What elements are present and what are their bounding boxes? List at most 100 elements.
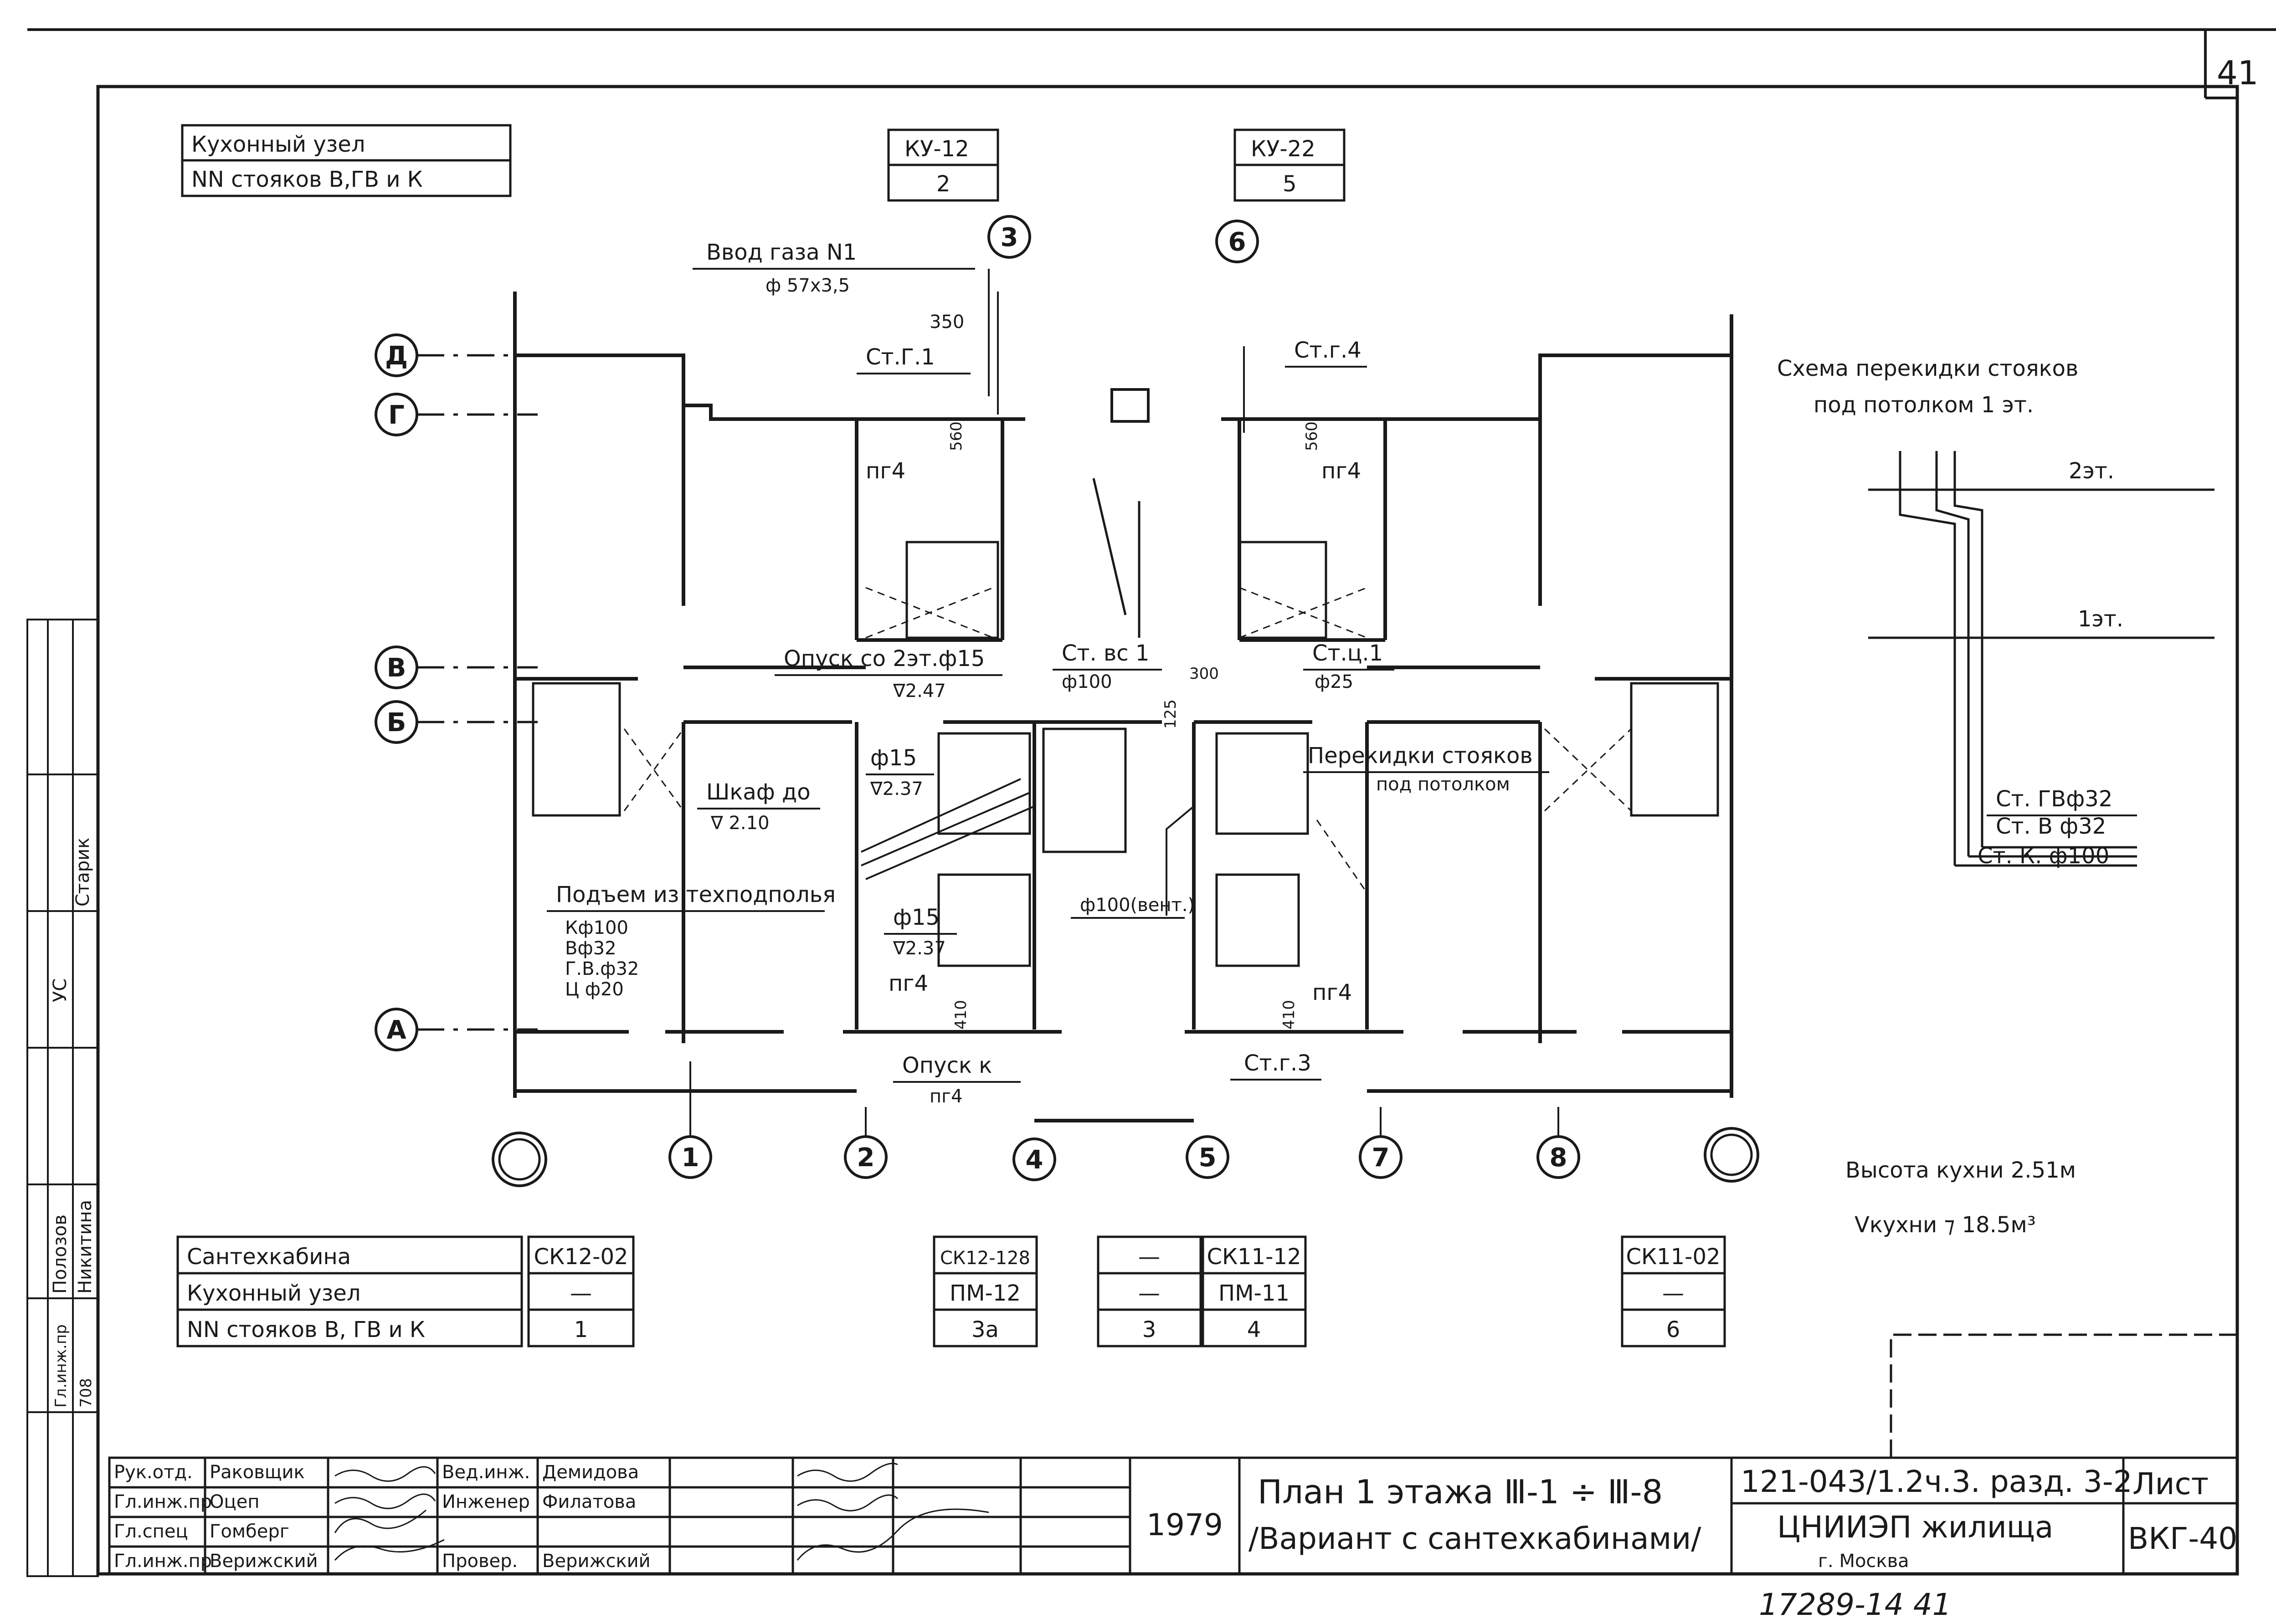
- column-axis-4: 4: [1026, 1145, 1043, 1175]
- side-stamp-1: Старик: [72, 838, 93, 907]
- kitchen-height: Высота кухни 2.51м: [1845, 1158, 2076, 1183]
- side-stamp-6: 708: [77, 1378, 95, 1408]
- rise-gv: Г.В.ф32: [565, 958, 639, 979]
- tb-role-2: Гл.инж.пр: [114, 1491, 212, 1512]
- rise-k: Кф100: [565, 917, 628, 938]
- side-stamp-3: Полозов: [50, 1214, 71, 1294]
- tb-name-1: Раковщик: [210, 1462, 305, 1483]
- top-box-ku12-num: 2: [936, 171, 950, 197]
- cabin-table: [176, 1235, 1726, 1347]
- phi15-upper: ф15: [870, 745, 917, 771]
- tb-name2-3: Верижский: [542, 1551, 651, 1572]
- title-block: [108, 1333, 2239, 1575]
- riser-scheme: Схема перекидки стояков под потолком 1 э…: [1777, 356, 2214, 869]
- tb-code: 121-043/1.2ч.3. разд. 3-2: [1741, 1464, 2132, 1499]
- dim-125: 125: [1161, 699, 1180, 729]
- scheme-title-1: Схема перекидки стояков: [1777, 356, 2078, 381]
- tb-name2-2: Филатова: [542, 1491, 636, 1512]
- st-vs1-label: Ст. вс 1: [1062, 640, 1149, 666]
- tb-title-1: План 1 этажа Ⅲ-1 ÷ Ⅲ-8: [1258, 1473, 1663, 1511]
- sheet-number: 41: [2217, 54, 2259, 92]
- tb-name-3: Гомберг: [210, 1521, 289, 1542]
- tb-name2-1: Демидова: [542, 1462, 639, 1483]
- tb-name-4: Верижский: [210, 1551, 318, 1572]
- descent-k-label: Опуск к: [902, 1053, 992, 1078]
- scheme-riser-k: Ст. К. ф100: [1978, 843, 2109, 869]
- cabin-row-2: Кухонный узел: [187, 1281, 361, 1306]
- cabin-g3-a: СК11-12: [1207, 1244, 1301, 1270]
- plan-dashed-crosses: [623, 587, 1632, 893]
- row-axes: [375, 333, 538, 1051]
- scheme-title-2: под потолком 1 эт.: [1814, 392, 2034, 418]
- descent-label: Опуск со 2эт.ф15: [784, 646, 985, 671]
- scheme-floor-1: 1эт.: [2078, 606, 2123, 632]
- dim-410-left: 410: [952, 1000, 970, 1030]
- tb-sheet-code: ВКГ-40: [2128, 1521, 2237, 1556]
- cabin-g2-b: —: [1138, 1281, 1160, 1306]
- cabin-g1-c: 3а: [971, 1317, 999, 1342]
- vent-label: ф100(вент.): [1080, 895, 1195, 916]
- pg4-bottom-left: пг4: [889, 971, 928, 996]
- level-237-lower: ∇2.37: [893, 938, 946, 959]
- tb-role-4: Гл.инж.пр: [114, 1551, 212, 1572]
- column-axis-2: 2: [857, 1143, 875, 1173]
- side-stamp-5: Гл.инж.пр: [52, 1324, 70, 1408]
- kitchen-volume: Vкухни ⁊ 18.5м³: [1855, 1212, 2036, 1238]
- tb-role2-2: Инженер: [442, 1491, 530, 1512]
- dim-560-right: 560: [1303, 421, 1321, 451]
- tb-role2-3: Провер.: [442, 1551, 518, 1572]
- axis-bubble-3-label: 3: [1001, 223, 1018, 252]
- st-g3-label: Ст.г.3: [1244, 1050, 1311, 1076]
- tb-year: 1979: [1146, 1507, 1223, 1542]
- row-axis-b: Б: [387, 708, 406, 738]
- level-237-upper: ∇2.37: [870, 779, 923, 799]
- top-box-ku12: [887, 128, 999, 202]
- cabin-c1-c: 1: [574, 1317, 588, 1342]
- top-box-ku12-code: КУ-12: [904, 136, 969, 162]
- pg4-bottom-right: пг4: [1312, 980, 1352, 1005]
- dim-410-right: 410: [1280, 1000, 1298, 1030]
- crossover-label: Перекидки стояков: [1308, 743, 1533, 768]
- tb-org-2: г. Москва: [1818, 1551, 1909, 1572]
- cabin-g4-b: —: [1662, 1281, 1684, 1306]
- tb-org-1: ЦНИИЭП жилища: [1777, 1510, 2053, 1545]
- kitchen-table-row2: NN стояков В,ГВ и К: [191, 167, 423, 192]
- signatures: [334, 1463, 989, 1561]
- row-axis-v: В: [387, 653, 406, 683]
- column-axis-7: 7: [1372, 1143, 1390, 1173]
- riser-lines: [861, 269, 1245, 916]
- side-stamp: [26, 619, 99, 1577]
- tb-name-2: Оцеп: [210, 1491, 259, 1512]
- cabin-g2-c: 3: [1142, 1317, 1156, 1342]
- footer-number: 17289-14 41: [1759, 1587, 1952, 1622]
- cabin-g1-b: ПМ-12: [950, 1281, 1021, 1306]
- tb-role2-1: Вед.инж.: [442, 1462, 530, 1483]
- descent-k-pg4: пг4: [930, 1086, 963, 1107]
- tb-sheet-label: Лист: [2132, 1466, 2209, 1501]
- kitchen-table-row1: Кухонный узел: [191, 132, 365, 157]
- cabin-c1-a: СК12-02: [534, 1244, 628, 1270]
- axis-bubble-3: 3: [987, 215, 1031, 259]
- st-g1-label: Ст.Г.1: [866, 344, 935, 370]
- crossover-label-2: под потолком: [1376, 774, 1510, 795]
- cabin-g3-c: 4: [1247, 1317, 1261, 1342]
- side-stamp-2: УС: [50, 978, 71, 1002]
- pg4-top-right: пг4: [1321, 458, 1361, 484]
- cabin-g4-a: СК11-02: [1626, 1244, 1720, 1270]
- rise-ts: Ц ф20: [565, 979, 624, 1000]
- dim-350: 350: [930, 312, 964, 333]
- top-box-ku22-num: 5: [1283, 171, 1297, 197]
- tb-role-1: Рук.отд.: [114, 1462, 193, 1483]
- descent-level: ∇2.47: [893, 681, 946, 702]
- axis-bubble-6: 6: [1215, 220, 1259, 263]
- cabin-row-1: Сантехкабина: [187, 1244, 351, 1270]
- cabin-g2-a: —: [1138, 1244, 1160, 1270]
- pg4-top-left: пг4: [866, 458, 905, 484]
- rise-v: Вф32: [565, 938, 617, 959]
- scheme-riser-v: Ст. В ф32: [1996, 814, 2106, 839]
- row-axis-d: Д: [385, 341, 408, 371]
- plan-annotations: Ввод газа N1 ф 57х3,5 350 Ст.Г.1 Ст.г.4 …: [547, 240, 1549, 1107]
- row-axis-a: А: [386, 1015, 406, 1045]
- axis-bubble-6-label: 6: [1228, 227, 1246, 257]
